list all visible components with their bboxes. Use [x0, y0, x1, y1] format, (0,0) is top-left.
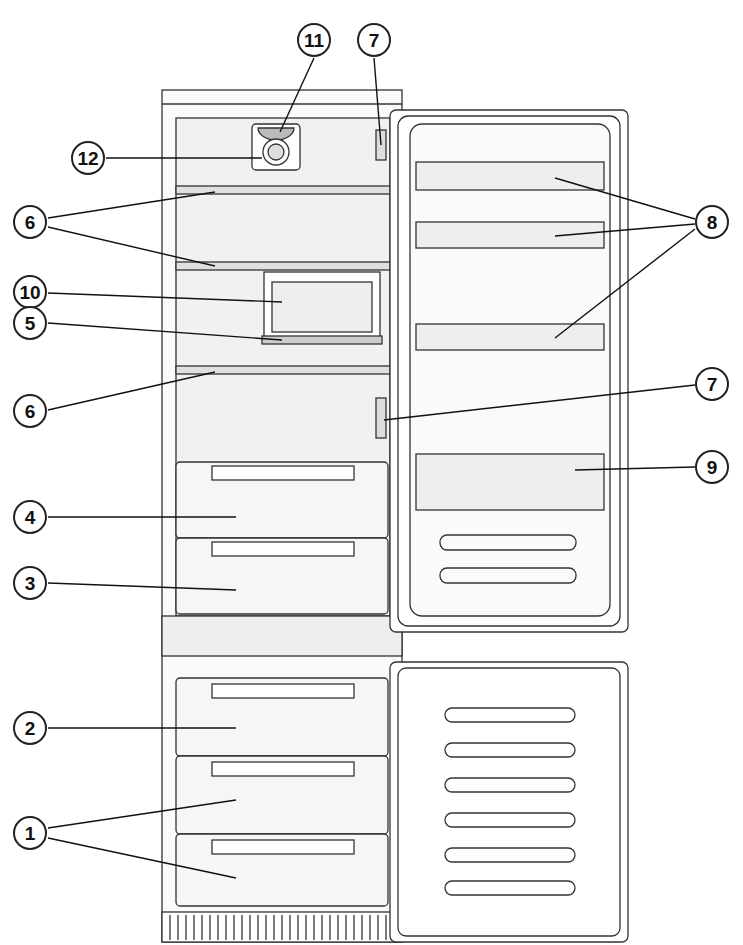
callout-number: 7: [695, 367, 729, 401]
callout-number: 7: [357, 23, 391, 57]
callout-number: 8: [695, 205, 729, 239]
callout-number: 11: [297, 23, 331, 57]
callout-number: 6: [13, 394, 47, 428]
callout-number: 12: [71, 141, 105, 175]
callout-number: 1: [13, 816, 47, 850]
callout-number: 2: [13, 711, 47, 745]
callout-number: 4: [13, 500, 47, 534]
callout-number: 10: [13, 275, 47, 309]
callout-number: 5: [13, 306, 47, 340]
callout-number: 9: [695, 450, 729, 484]
callout-number: 3: [13, 566, 47, 600]
callout-number: 6: [13, 205, 47, 239]
